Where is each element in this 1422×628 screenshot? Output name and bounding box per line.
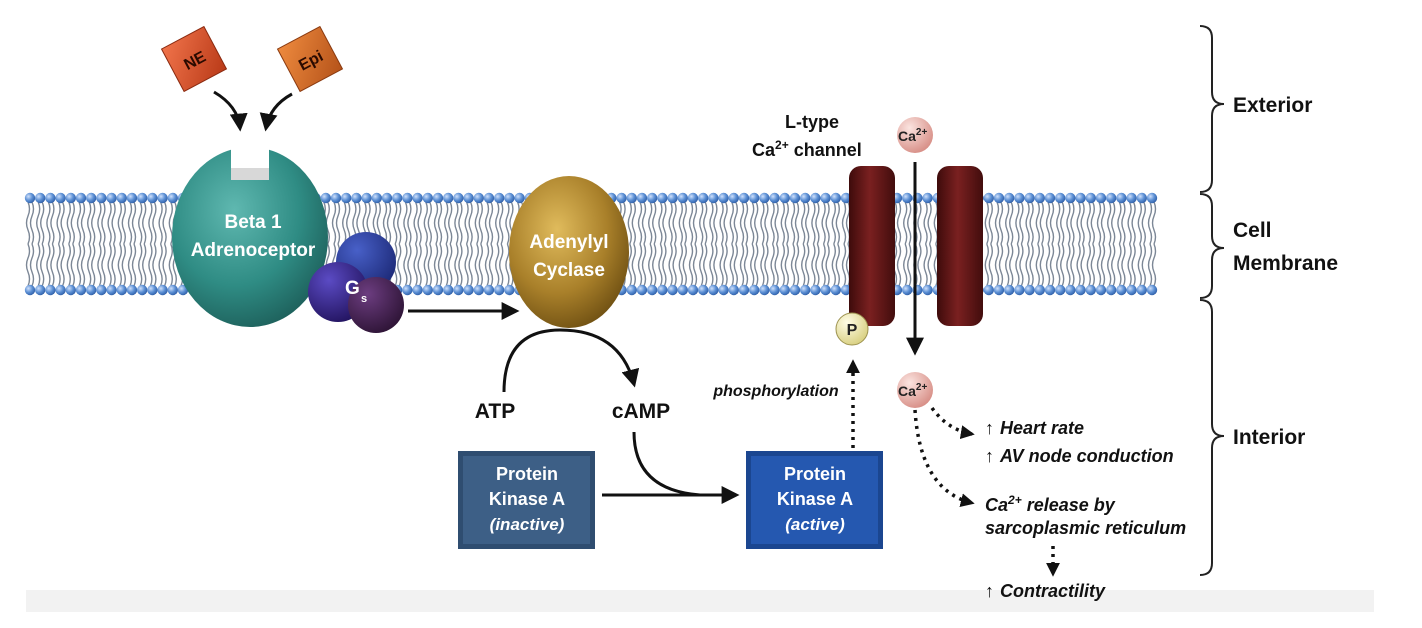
interior-brace — [1199, 299, 1225, 576]
pka-inactive-box: Protein Kinase A (inactive) — [458, 451, 595, 549]
phosphorylation-label: phosphorylation — [712, 383, 839, 400]
l-type-calcium-channel — [849, 166, 983, 326]
heart-rate-effect-arrow — [930, 406, 975, 440]
region-exterior-label: Exterior — [1233, 94, 1312, 117]
effect-ca-release-line1: Ca2+ release by — [985, 493, 1116, 515]
ne-ligand: NE — [160, 25, 228, 93]
effect-heart-rate: ↑Heart rate — [985, 418, 1084, 438]
bottom-band — [26, 590, 1374, 612]
region-braces — [1199, 25, 1225, 576]
pka-active-box: Protein Kinase A (active) — [746, 451, 883, 549]
beta1-adrenoceptor: Beta 1 Adrenoceptor — [172, 140, 328, 327]
g-protein-subscript: s — [361, 293, 367, 305]
channel-label-line1: L-type — [785, 112, 839, 132]
pka-inactive-line2: Kinase A — [489, 489, 565, 509]
camp-label: cAMP — [612, 400, 670, 423]
effect-ca-release-line2: sarcoplasmic reticulum — [985, 518, 1186, 538]
receptor-label-line2: Adrenoceptor — [191, 240, 316, 261]
ne-binding-arrow — [213, 90, 248, 132]
receptor-label-line1: Beta 1 — [224, 212, 281, 233]
epi-binding-arrow — [259, 92, 293, 132]
region-membrane-label-line2: Membrane — [1233, 252, 1338, 275]
adenylyl-cyclase: Adenylyl Cyclase — [509, 176, 629, 328]
membrane-brace — [1199, 193, 1225, 299]
channel-label-line2: Ca2+ channel — [752, 138, 862, 160]
cyclase-label-line1: Adenylyl — [529, 232, 608, 253]
pka-inactive-state: (inactive) — [490, 515, 565, 534]
pka-active-state: (active) — [785, 515, 845, 534]
calcium-ion-interior: Ca2+ — [897, 372, 933, 408]
region-interior-label: Interior — [1233, 426, 1305, 449]
epi-ligand: Epi — [276, 25, 344, 93]
atp-label: ATP — [475, 400, 515, 423]
ca-release-effect-arrow — [913, 409, 975, 508]
camp-to-pka-curve — [632, 431, 701, 497]
pka-inactive-line1: Protein — [496, 464, 558, 484]
phosphate-label: P — [847, 322, 858, 339]
exterior-brace — [1199, 25, 1225, 193]
effect-contractility: ↑Contractility — [985, 581, 1106, 601]
effect-av-node: ↑AV node conduction — [985, 446, 1174, 466]
region-membrane-label-line1: Cell — [1233, 219, 1272, 242]
svg-text:Ca2+: Ca2+ — [898, 127, 927, 144]
g-protein: G s — [308, 232, 404, 333]
svg-text:Ca2+: Ca2+ — [898, 382, 927, 399]
pka-active-line1: Protein — [784, 464, 846, 484]
cyclase-label-line2: Cyclase — [533, 260, 605, 281]
phosphate-group: P — [835, 312, 869, 346]
pka-active-line2: Kinase A — [777, 489, 853, 509]
g-protein-label: G — [345, 278, 360, 299]
atp-to-camp-arrow — [502, 328, 640, 393]
calcium-ion-exterior: Ca2+ — [897, 117, 933, 153]
